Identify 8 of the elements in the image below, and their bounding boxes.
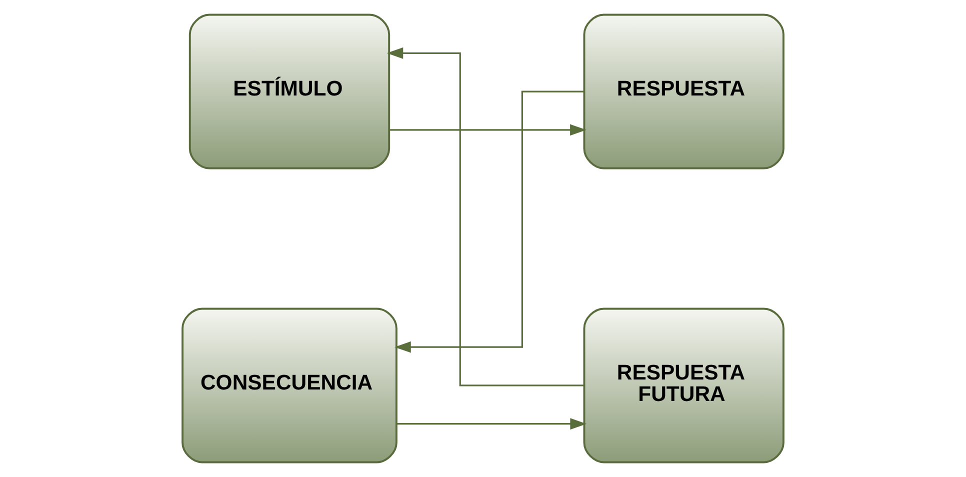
arrow [396,418,587,430]
node-box: RESPUESTA FUTURA [583,308,784,464]
node-box: ESTÍMULO [188,14,390,170]
node-box: RESPUESTA [583,14,784,170]
arrow [386,47,584,386]
arrow [394,90,584,353]
node-box: CONSECUENCIA [182,308,398,464]
arrow [390,124,586,136]
